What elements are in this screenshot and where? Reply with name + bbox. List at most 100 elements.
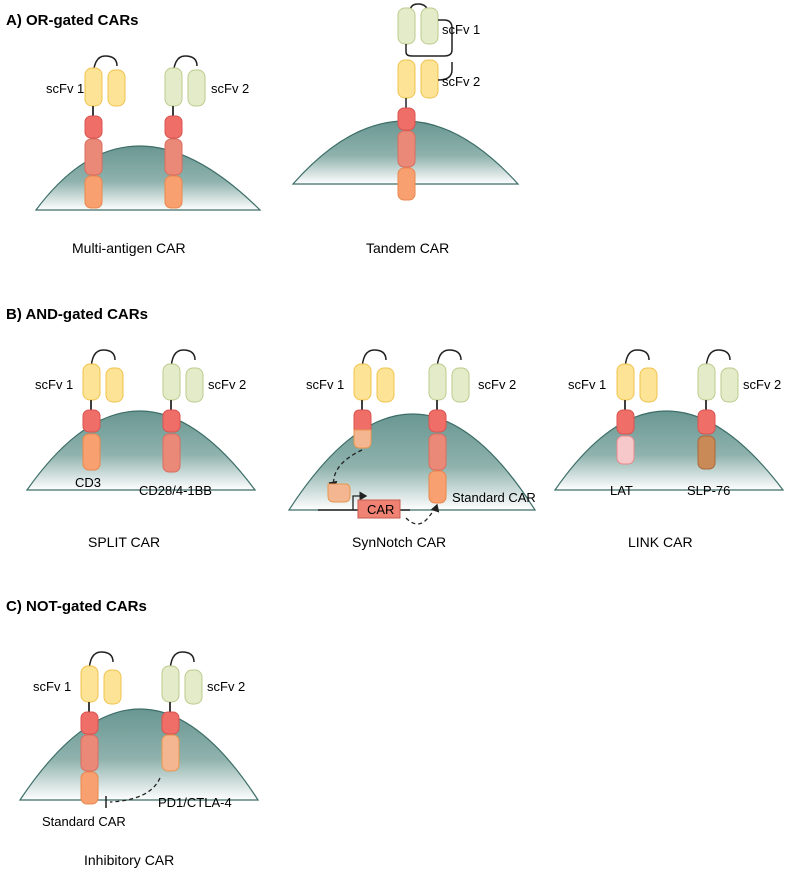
cell-membrane [34, 145, 262, 211]
scfv1-light-domain [420, 7, 439, 45]
standard-car-label: Standard CAR [42, 814, 126, 829]
caption-link-car: LINK CAR [628, 534, 693, 550]
transmembrane-domain [164, 115, 183, 139]
scfv2-light-domain [185, 367, 204, 403]
tandem-car: scFv 1 scFv 2 Tandem CAR [291, 3, 520, 256]
costim-domain [164, 138, 183, 176]
transmembrane-domain [162, 409, 181, 433]
cd3-domain [84, 175, 103, 209]
released-transcription-factor [327, 483, 351, 503]
transmembrane-domain [428, 409, 447, 433]
cell-membrane [553, 410, 785, 491]
caption-tandem-car: Tandem CAR [366, 240, 449, 256]
scfv1-light-domain [107, 69, 126, 107]
caption-multi-antigen-car: Multi-antigen CAR [72, 240, 186, 256]
section-title-or: A) OR-gated CARs [6, 12, 139, 29]
scfv2-label: scFv 2 [211, 81, 249, 96]
scfv2-light-domain [184, 669, 203, 705]
receptor-scfv2 [164, 55, 206, 209]
cd3-domain [82, 433, 101, 471]
scfv1-heavy-domain [84, 67, 103, 107]
scfv2-heavy-domain [161, 665, 180, 703]
lat-label: LAT [610, 483, 633, 498]
costim-domain [162, 433, 181, 473]
promoter-arrow [352, 491, 368, 510]
cell-membrane [18, 708, 260, 801]
receptor-scfv2 [697, 349, 739, 470]
cell-membrane [287, 413, 537, 511]
cell-membrane [25, 410, 257, 491]
scfv2-label: scFv 2 [442, 74, 480, 89]
cd3-domain [397, 167, 416, 201]
scfv1-light-domain [639, 367, 658, 403]
section-title-and: B) AND-gated CARs [6, 306, 148, 323]
car-expression-arrow [405, 503, 440, 525]
scfv1-label: scFv 1 [35, 377, 73, 392]
costim-domain [80, 734, 99, 772]
scfv1-heavy-domain [353, 363, 372, 401]
notch-core-domain [353, 409, 372, 431]
slp76-label: SLP-76 [687, 483, 730, 498]
transmembrane-domain [397, 107, 416, 131]
section-title-not: C) NOT-gated CARs [6, 598, 147, 615]
cd3-domain [80, 771, 99, 805]
cd3-label: CD3 [75, 475, 101, 490]
car-gene-box [357, 499, 401, 519]
tf-release-arrow [328, 449, 363, 490]
multi-antigen-car: scFv 1 scFv 2 Multi-antigen CAR [34, 55, 262, 256]
slp76-domain [697, 435, 716, 470]
inhibitory-car: scFv 1 scFv 2 PD1/CTLA-4 Standard CAR In… [18, 651, 260, 868]
standard-car-label: Standard CAR [452, 490, 536, 505]
transmembrane-domain [82, 409, 101, 433]
caption-inhibitory-car: Inhibitory CAR [84, 852, 174, 868]
scfv2-light-domain [187, 69, 206, 107]
car-gene-label: CAR [367, 502, 394, 517]
caption-synnotch-car: SynNotch CAR [352, 534, 446, 550]
transmembrane-domain [697, 409, 716, 435]
transmembrane-domain [161, 711, 180, 735]
scfv2-heavy-domain [397, 59, 416, 99]
receptor-scfv1 [84, 55, 126, 209]
scfv2-heavy-domain [164, 67, 183, 107]
inhibition-arrow [109, 777, 161, 803]
cd28-41bb-label: CD28/4-1BB [139, 483, 212, 498]
scfv2-light-domain [451, 367, 470, 403]
scfv1-light-domain [103, 669, 122, 705]
synnotch-car: scFv 1 scFv 2 CAR Standard CAR SynNotch … [287, 349, 537, 550]
scfv2-heavy-domain [428, 363, 447, 401]
receptor-scfv2 [428, 349, 470, 504]
scfv1-light-domain [376, 367, 395, 403]
scfv2-light-domain [420, 59, 439, 99]
scfv2-label: scFv 2 [743, 377, 781, 392]
receptor-scfv1 [353, 349, 395, 449]
scfv1-heavy-domain [397, 7, 416, 45]
costim-domain [397, 130, 416, 168]
cd3-domain [428, 470, 447, 504]
transmembrane-domain [80, 711, 99, 735]
transmembrane-domain [616, 409, 635, 435]
split-car: scFv 1 scFv 2 CD3 CD28/4-1BB SPLIT CAR [25, 349, 257, 550]
transcription-factor-domain [353, 429, 372, 449]
costim-domain [84, 138, 103, 176]
scfv2-label: scFv 2 [207, 679, 245, 694]
scfv2-light-domain [720, 367, 739, 403]
scfv1-heavy-domain [616, 363, 635, 401]
scfv1-label: scFv 1 [442, 22, 480, 37]
pd1-ctla4-label: PD1/CTLA-4 [158, 795, 232, 810]
costim-domain [428, 433, 447, 471]
caption-split-car: SPLIT CAR [88, 534, 160, 550]
scfv1-label: scFv 1 [568, 377, 606, 392]
receptor-scfv1 [80, 651, 122, 805]
lat-domain [616, 435, 635, 465]
receptor-scfv2 [162, 349, 204, 473]
receptor-scfv1 [616, 349, 658, 465]
cd3-domain [164, 175, 183, 209]
scfv2-label: scFv 2 [478, 377, 516, 392]
scfv1-heavy-domain [80, 665, 99, 703]
scfv1-heavy-domain [82, 363, 101, 401]
tandem-receptor [397, 3, 453, 201]
scfv2-heavy-domain [162, 363, 181, 401]
receptor-scfv1 [82, 349, 124, 471]
transmembrane-domain [84, 115, 103, 139]
